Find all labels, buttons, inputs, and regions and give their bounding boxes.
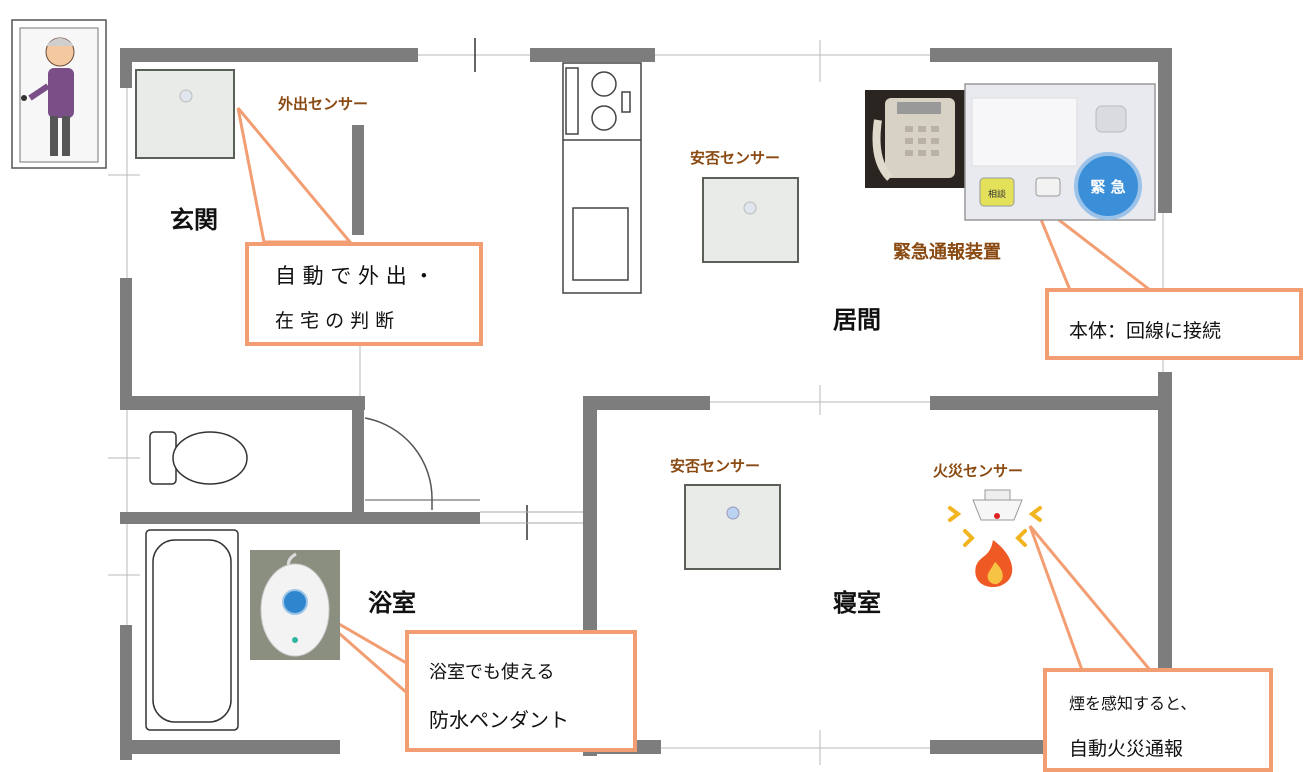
callout-main-unit-text: 本体：回線に接続 [1069, 320, 1222, 342]
callout-auto-outing-line1: 自 動 で 外 出 ・ [275, 264, 435, 288]
callout-fire-report-line2: 自動火災通報 [1069, 738, 1184, 760]
elderly-person-icon [28, 37, 75, 156]
sensor-label-fire: 火災センサー [933, 462, 1024, 480]
room-label-bedroom: 寝室 [833, 589, 881, 617]
callout-pendant-line2: 防水ペンダント [429, 708, 569, 732]
sensor-label-safety-bedroom: 安否センサー [670, 457, 761, 475]
smoke-detector-icon [948, 489, 1042, 547]
room-label-entrance: 玄関 [170, 206, 218, 234]
device-label-emergency-unit: 緊急通報装置 [893, 242, 1001, 263]
kitchen-counter [562, 62, 642, 294]
callout-main-unit: 本体：回線に接続 [1045, 288, 1303, 360]
bathtub-icon [145, 529, 239, 731]
emergency-button-label: 緊 急 [1090, 178, 1125, 196]
callout-pendant: 浴室でも使える 防水ペンダント [405, 630, 637, 752]
room-label-bath: 浴室 [368, 589, 416, 617]
callout-auto-outing: 自 動 で 外 出 ・ 在 宅 の 判 断 [245, 242, 483, 346]
emergency-unit-device [964, 83, 1156, 221]
telephone-icon [865, 90, 965, 188]
toilet-icon [149, 431, 248, 485]
safety-sensor-living-device [702, 177, 799, 263]
callout-pendant-line1: 浴室でも使える [429, 662, 555, 683]
walls [120, 48, 1172, 760]
waterproof-pendant-device [250, 550, 340, 660]
callout-fire-report-line1: 煙を感知すると、 [1069, 694, 1197, 713]
fire-flame-icon [975, 540, 1013, 588]
outing-sensor-device [135, 69, 235, 159]
sensor-label-safety-living: 安否センサー [690, 149, 781, 167]
callout-fire-report: 煙を感知すると、 自動火災通報 [1043, 668, 1273, 772]
consult-button-label: 相談 [988, 188, 1006, 200]
safety-sensor-bedroom-device [684, 484, 781, 570]
sensor-label-going-out: 外出センサー [278, 95, 369, 113]
callout-auto-outing-line2: 在 宅 の 判 断 [275, 310, 395, 332]
room-label-living: 居間 [833, 306, 881, 334]
